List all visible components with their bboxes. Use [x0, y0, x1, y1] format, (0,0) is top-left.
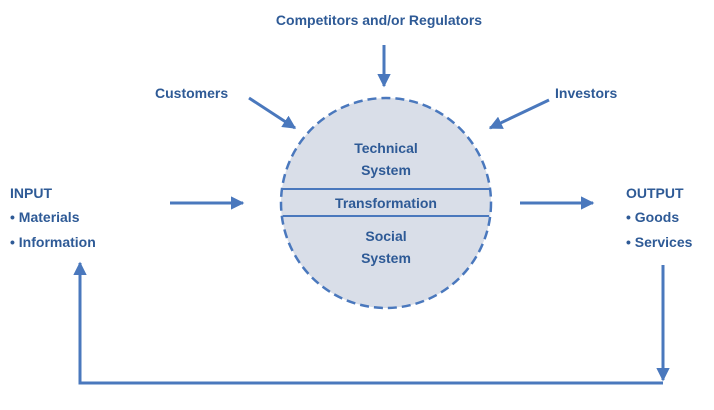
output-title: OUTPUT: [626, 185, 684, 201]
social-system-line1: Social: [365, 228, 406, 244]
output-item-services: • Services: [626, 234, 693, 250]
input-item-materials: • Materials: [10, 209, 80, 225]
competitors-regulators-label: Competitors and/or Regulators: [276, 12, 482, 28]
input-item-information: • Information: [10, 234, 96, 250]
social-system-line2: System: [361, 250, 411, 266]
technical-system-line1: Technical: [354, 140, 418, 156]
investors-label: Investors: [555, 85, 617, 101]
system-circle: [279, 96, 493, 310]
technical-system-line2: System: [361, 162, 411, 178]
input-title: INPUT: [10, 185, 52, 201]
customers-label: Customers: [155, 85, 228, 101]
customers-arrow: [248, 96, 297, 130]
investors-arrow: [488, 98, 550, 130]
output-item-goods: • Goods: [626, 209, 679, 225]
feedback-loop-arrow: [73, 261, 663, 385]
transformation-label: Transformation: [335, 195, 437, 211]
